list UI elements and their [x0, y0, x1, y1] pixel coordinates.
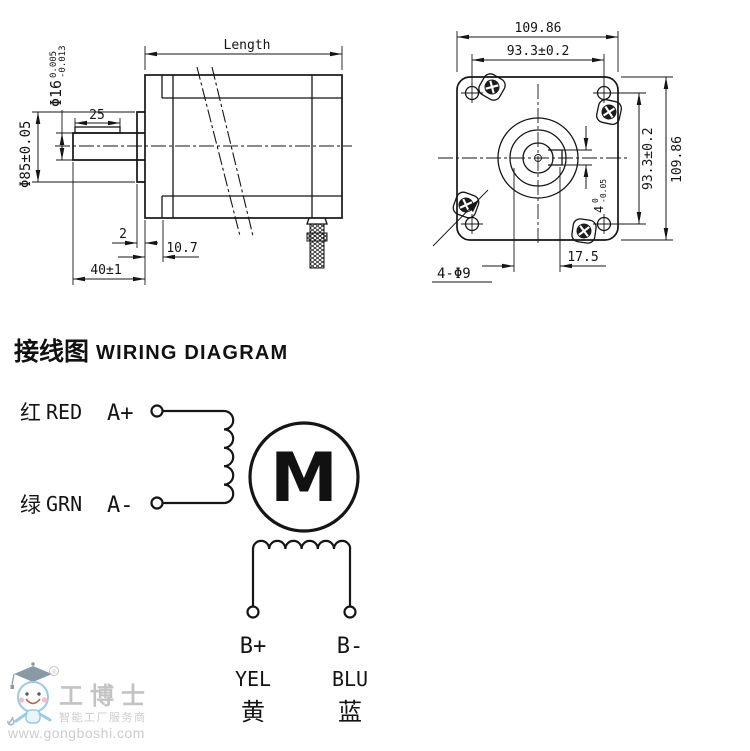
watermark-tagline: 智能工厂服务商: [59, 710, 147, 724]
key-length-label: 25: [89, 108, 105, 123]
shaft-offset-label: 17.5: [567, 250, 598, 265]
wiring-diagram: 接线图 WIRING DIAGRAM 红 RED A+ 绿 GRN A- M B…: [14, 337, 368, 726]
screw-icon: [478, 73, 506, 101]
wire-b-minus-color-cn: 蓝: [338, 698, 362, 726]
overall-height-label: 109.86: [670, 136, 685, 183]
dim-overall-width: 109.86: [456, 21, 619, 72]
hole-spacing-w-label: 93.3±0.2: [507, 44, 570, 59]
dim-boss-thickness: 2: [112, 184, 158, 285]
wire-b-plus-color-cn: 黄: [241, 698, 265, 726]
svg-text:®: ®: [52, 669, 57, 676]
motor-symbol: [248, 421, 360, 533]
motor-body-outline: [144, 74, 343, 219]
shaft: [72, 132, 145, 161]
key-flat-tol-lower: -0.05: [599, 179, 608, 203]
mount-holes-callout: 4-Φ9: [432, 189, 492, 283]
dim-hole-spacing-w: 93.3±0.2: [471, 44, 605, 85]
dim-length: Length: [144, 38, 343, 70]
wire-b-minus-color-en: BLU: [332, 667, 368, 691]
boss-thickness-label: 2: [119, 227, 127, 242]
terminal-a-plus: [150, 404, 164, 418]
terminal-b-plus: [246, 605, 260, 619]
dim-flange-depth: 10.7: [118, 220, 199, 262]
flange-diameter-label: Φ85±0.05: [18, 121, 34, 188]
front-plate-outline: [456, 76, 619, 241]
key-flat-label: 4: [592, 206, 606, 213]
dim-shaft-diameter: Φ16 0.005 -0.013: [47, 45, 73, 161]
break-line: [196, 66, 241, 237]
shaft-extension-label: 40±1: [90, 263, 121, 278]
wire-a-minus-color-en: GRN: [46, 492, 82, 516]
registered-mark: ®: [49, 666, 59, 676]
dim-overall-height: 109.86: [621, 76, 685, 241]
dim-key-length: 25: [74, 108, 121, 127]
wire-a-plus-color-cn: 红: [20, 401, 41, 425]
mount-holes-label: 4-Φ9: [437, 266, 471, 282]
wire-b-plus-pin: B+: [240, 634, 267, 659]
pilot-circle: [497, 117, 579, 199]
watermark-url: www.gongboshi.com: [7, 725, 145, 741]
power-cable: [306, 217, 328, 269]
coil-phase-a: [223, 409, 235, 505]
shaft-tolerance-lower: -0.013: [58, 45, 68, 78]
wire-a-plus-pin: A+: [107, 401, 134, 426]
pilot-boss: [136, 111, 145, 183]
wire-a-minus-pin: A-: [107, 493, 134, 518]
corner-screws: [452, 73, 622, 244]
motor-letter: M: [270, 439, 338, 518]
dim-key-flat: 4 0 -0.05: [562, 126, 608, 213]
dim-flange-diameter: Φ85±0.05: [18, 111, 135, 188]
shaft-key: [74, 126, 121, 134]
shaft-key-flat: [548, 149, 563, 166]
terminal-b-minus: [343, 605, 357, 619]
dim-shaft-offset: 17.5: [482, 167, 606, 272]
shaft-circle: [522, 142, 554, 174]
wire-b-minus-pin: B-: [337, 634, 364, 659]
dim-shaft-extension: 40±1: [72, 162, 145, 285]
watermark-logo: ® 工博士 智能工厂服务商 www.gongboshi.com: [7, 662, 152, 741]
bearing-boss-circle: [509, 129, 567, 187]
coil-phase-b: [251, 539, 352, 550]
wire-a-plus-color-en: RED: [46, 400, 82, 424]
hole-spacing-h-label: 93.3±0.2: [641, 127, 656, 190]
screw-icon: [596, 99, 622, 125]
length-label: Length: [224, 38, 271, 53]
break-line: [211, 66, 254, 237]
watermark-brand: 工博士: [59, 681, 152, 710]
center-hole: [534, 154, 542, 162]
screw-icon: [571, 218, 597, 244]
flange-depth-label: 10.7: [166, 241, 197, 256]
wiring-heading-cn: 接线图: [14, 337, 89, 366]
wire-a-minus-color-cn: 绿: [20, 493, 41, 517]
key-flat-tol-upper: 0: [591, 198, 600, 203]
side-view: Length 25 Φ16 0.005 -0.013: [18, 38, 352, 285]
front-view: 109.86 93.3±0.2 93.3±0.2 109.86: [432, 21, 685, 283]
shaft-tolerance-upper: 0.005: [49, 51, 59, 78]
dim-hole-spacing-h: 93.3±0.2: [612, 92, 656, 225]
overall-width-label: 109.86: [515, 21, 562, 36]
terminal-a-minus: [150, 496, 164, 510]
mascot-icon: [7, 662, 52, 726]
wire-b-plus-color-en: YEL: [235, 667, 271, 691]
shaft-diameter-label: Φ16: [47, 80, 65, 107]
wiring-heading-en: WIRING DIAGRAM: [96, 342, 288, 364]
